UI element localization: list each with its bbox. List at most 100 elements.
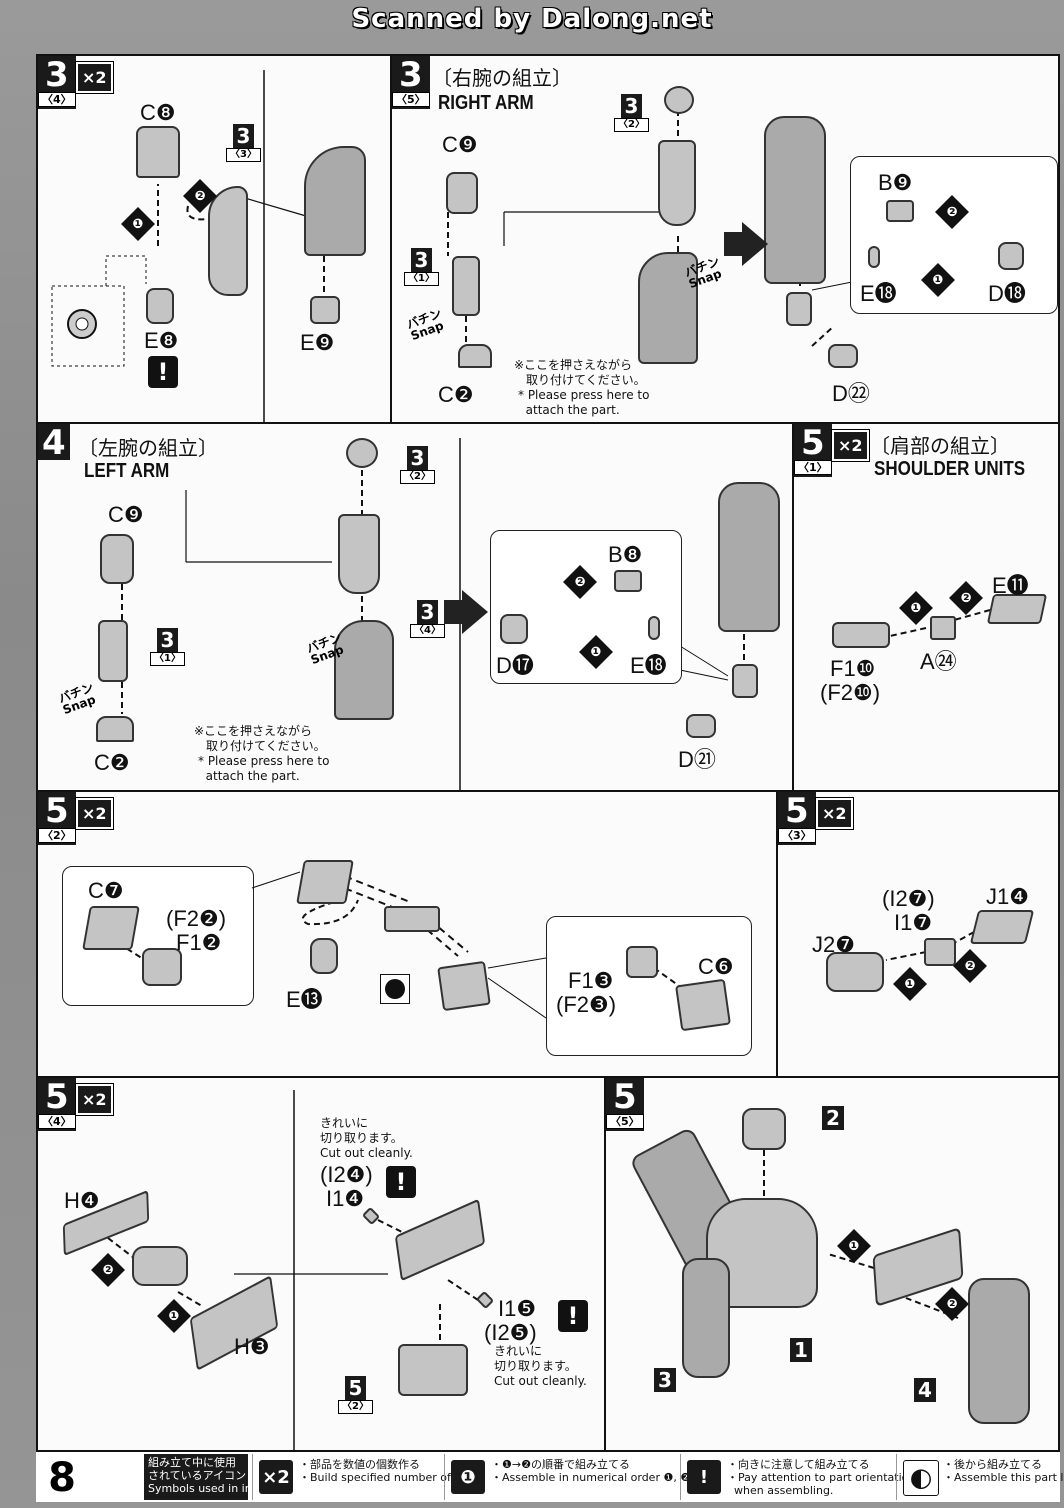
multiplier-badge: ×2 [75, 797, 114, 830]
part-a24 [930, 616, 956, 640]
next-arrow-icon [444, 590, 488, 634]
part-f1-10 [832, 622, 890, 648]
ref-sub: 〈4〉 [410, 624, 445, 638]
arm-frame [98, 620, 128, 682]
multiplier-badge: ×2 [75, 1083, 114, 1116]
arm-frame [452, 256, 480, 316]
label-j27: J2❼ [812, 932, 855, 957]
head-unit [742, 1108, 786, 1150]
panel-step-5-5: 5 〈5〉 2 1 3 4 ❶ ❷ [604, 1076, 1060, 1452]
label-d17: D⓱ [496, 653, 534, 678]
order-1-icon: ❶ [921, 263, 955, 297]
title-en: LEFT ARM [84, 460, 170, 482]
part-d18 [998, 242, 1024, 270]
detail-callout-right [546, 916, 752, 1056]
shield-cover [638, 252, 698, 364]
label-i14: I1❹ [326, 1186, 365, 1211]
ref-sub: 〈3〉 [226, 148, 261, 162]
sub-step: 〈5〉 [392, 92, 430, 107]
step-ref-3-2: 3 〈2〉 [400, 446, 435, 484]
orientation-warning-icon: ! [386, 1166, 416, 1198]
order-1-icon: ❶ [899, 591, 933, 625]
step-ref-3-2: 3 〈2〉 [614, 94, 649, 132]
step-badge: 5 〈4〉 [38, 1078, 76, 1131]
shoulder-ball [664, 86, 694, 114]
step-lines [763, 1150, 959, 1319]
legend-order: ❶ ・❶→❷の順番で組み立てる ・Assemble in numerical o… [444, 1454, 701, 1500]
label-b9: B❾ [878, 170, 913, 195]
shield-cover [334, 620, 394, 720]
order-1-icon: ❶ [579, 635, 613, 669]
multiplier-badge: ×2 [75, 61, 114, 94]
label-e13: E⓭ [286, 987, 323, 1012]
panel-step-5-4: 5 〈4〉 ×2 H❹ H❸ きれいに 切り取ります。 Cut out clea… [36, 1076, 606, 1452]
order-2-icon: ❷ [183, 179, 217, 213]
step-badge: 5 〈5〉 [606, 1078, 644, 1131]
part-e8 [146, 288, 174, 324]
legend-multiply: ×2 ・部品を数値の個数作る ・Build specified number o… [252, 1454, 486, 1500]
ref-number: 3 [416, 600, 439, 624]
step-ref-3-1: 3 〈1〉 [404, 248, 439, 286]
step-ref-5-2: 5 〈2〉 [338, 1376, 373, 1414]
order-2-icon: ❷ [91, 1253, 125, 1287]
legend-title: 組み立て中に使用 されているアイコン Symbols used in instr… [144, 1454, 306, 1500]
part-d21-hand [686, 714, 716, 738]
sub-step: 〈4〉 [38, 92, 76, 107]
step-lines [109, 871, 683, 1019]
shoulder-armor [296, 860, 354, 904]
label-i25: (I2❺) [484, 1320, 537, 1345]
legend-orientation: ! ・向きに注意して組み立てる ・Pay attention to part o… [680, 1454, 915, 1500]
symbols-legend: 8 組み立て中に使用 されているアイコン Symbols used in ins… [36, 1450, 1064, 1502]
multiply-icon: ×2 [259, 1460, 293, 1494]
order-2-icon: ❷ [563, 565, 597, 599]
assembled-arm [718, 482, 780, 632]
ref-number: 5 [344, 1376, 367, 1400]
panel-step-5-3: 5 〈3〉 ×2 (I2❼) I1❼ J1❹ J2❼ ❶ ❷ [776, 790, 1060, 1078]
label-c9: C❾ [442, 132, 478, 157]
upper-arm [338, 514, 380, 594]
order-1-icon: ❶ [893, 967, 927, 1001]
press-note-en: * Please press here to attach the part. [198, 754, 330, 783]
label-c9: C❾ [108, 502, 144, 527]
label-d21: D㉑ [678, 747, 716, 772]
step-badge: 5 〈3〉 [778, 792, 816, 845]
label-e9: E❾ [300, 330, 335, 355]
step-lines [885, 931, 975, 961]
panel-step-4-left-arm: 4 〔左腕の組立〕 LEFT ARM C❾ C❷ B❽ D⓱ E⓲ D㉑ 3 〈… [36, 422, 794, 792]
step-number: 3 [398, 55, 423, 95]
order-2: ❷ [194, 188, 206, 204]
step-badge: 5 〈2〉 [38, 792, 76, 845]
part-b9 [886, 200, 914, 222]
label-c8: C❽ [140, 100, 176, 125]
label-e18: E⓲ [860, 281, 897, 306]
label-i24: (I2❹) [320, 1162, 373, 1187]
ref-sub: 〈2〉 [614, 118, 649, 132]
order-2-icon: ❷ [935, 1287, 969, 1321]
label-f1-10: F1❿ [830, 656, 876, 681]
label-h4: H❹ [64, 1188, 100, 1213]
part-f1-3 [626, 946, 658, 978]
sub-step: 〈1〉 [794, 460, 832, 475]
cut-note-jp: きれいに 切り取ります。 [320, 1116, 403, 1145]
title-jp: 〔左腕の組立〕 [78, 436, 218, 460]
part-e13 [310, 938, 338, 974]
legend-multiply-text: ・部品を数値の個数作る ・Build specified number of p… [299, 1458, 486, 1484]
multiplier-badge: ×2 [831, 429, 870, 462]
ref-number: 3 [410, 248, 433, 272]
step-lines [107, 1090, 479, 1450]
sub-step: 〈3〉 [778, 828, 816, 843]
step-number: 5 [784, 791, 809, 831]
ref-number: 3 [232, 124, 255, 148]
label-e11: E⓫ [992, 573, 1029, 598]
step-number: 5 [44, 1077, 69, 1117]
label-e18: E⓲ [630, 653, 667, 678]
build-later-icon [380, 974, 410, 1004]
part-d22-hand [828, 344, 858, 368]
order-1-icon: ❶ [121, 207, 155, 241]
order-2-icon: ❷ [953, 949, 987, 983]
shield-part [208, 186, 248, 296]
part-d17 [500, 614, 528, 644]
upper-arm [658, 140, 696, 226]
step-lines [889, 609, 991, 637]
press-note-en: * Please press here to attach the part. [518, 388, 650, 417]
